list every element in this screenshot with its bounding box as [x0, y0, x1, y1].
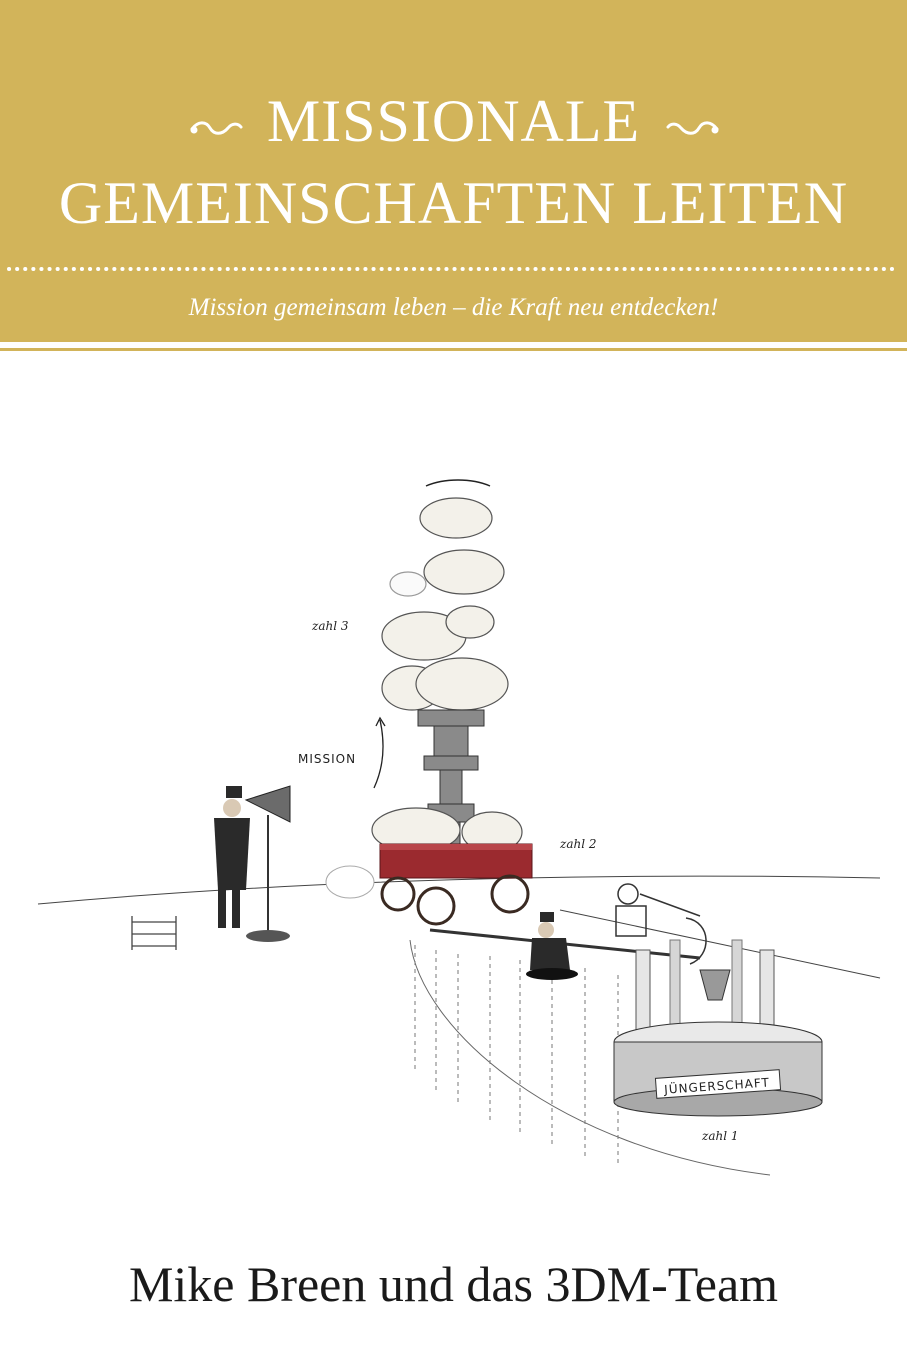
cover-illustration: zahl 3 MISSION zahl 2 JÜNGERSCHAFT zahl … [37, 479, 881, 1176]
rotation-arrow-icon [425, 479, 491, 487]
flourish-left-icon [190, 121, 243, 135]
dotted-divider [7, 267, 900, 271]
banner-border [0, 342, 907, 351]
ghost-sheep [325, 865, 375, 899]
pulley-machine [615, 883, 707, 965]
book-title-line-2: GEMEINSCHAFTEN LEITEN [58, 170, 849, 236]
step-ladder [131, 916, 177, 950]
label-mission: MISSION [298, 752, 356, 766]
book-subtitle: Mission gemeinsam leben – die Kraft neu … [188, 294, 719, 321]
book-title-line-1: MISSIONALE [266, 88, 641, 154]
title-banner [0, 0, 907, 342]
red-wagon [379, 843, 533, 926]
man-with-megaphone [214, 785, 291, 942]
man-in-manhole [526, 912, 578, 980]
label-zahl-2: zahl 2 [559, 837, 597, 851]
label-zahl-3: zahl 3 [311, 619, 349, 633]
dashed-drop-lines [414, 945, 619, 1164]
label-zahl-1: zahl 1 [701, 1129, 739, 1143]
sheep-tower [381, 497, 509, 711]
author-name: Mike Breen und das 3DM-Team [128, 1256, 779, 1312]
discipleship-platform [613, 939, 823, 1117]
mission-arrow-icon [373, 719, 384, 789]
flourish-right-icon [666, 121, 719, 135]
